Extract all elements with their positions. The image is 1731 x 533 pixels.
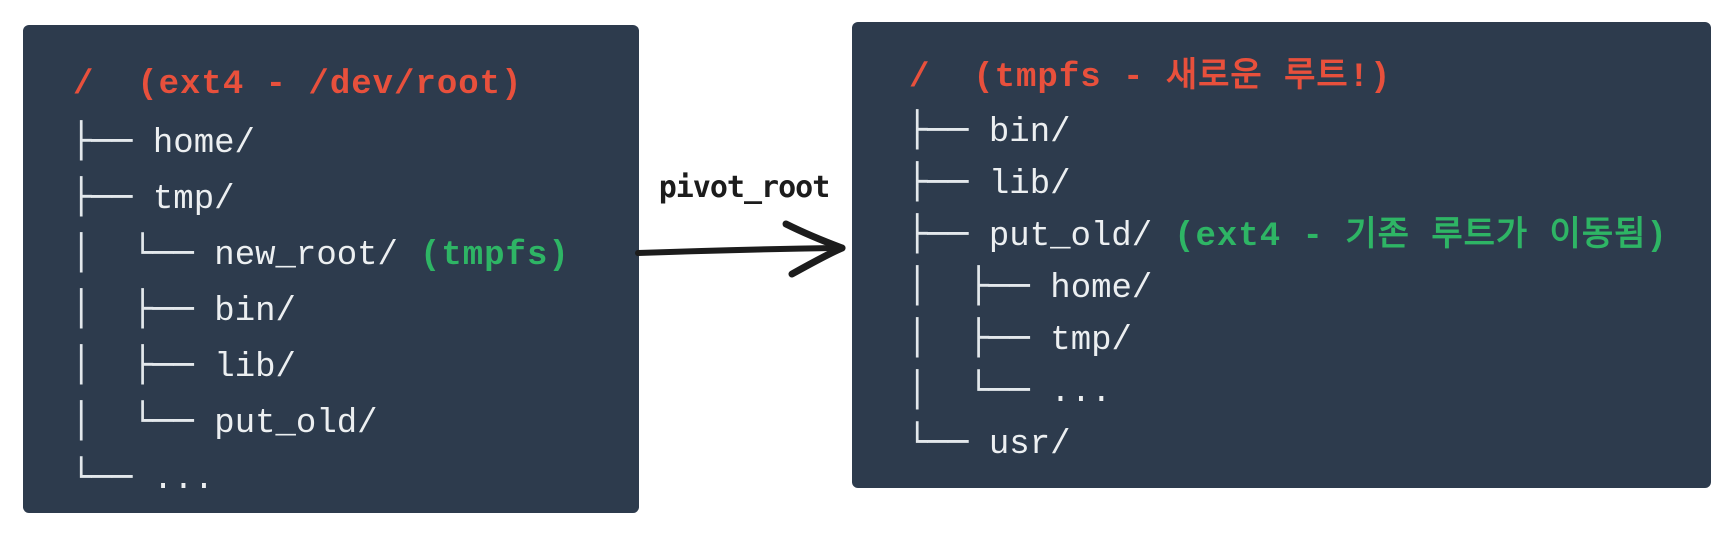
old-root-title: / (ext4 - /dev/root) <box>73 66 523 104</box>
tree-branch-glyph: │ ├── <box>907 318 1051 358</box>
tree-item-ellipsis: └── ... <box>59 449 639 505</box>
tree-branch-glyph: ├── <box>907 214 989 254</box>
dir-name: home/ <box>152 125 255 163</box>
tree-item-bin: ├── bin/ <box>895 104 1711 156</box>
pivot-root-arrow-group: pivot_root <box>634 168 854 286</box>
dir-name: usr/ <box>988 426 1071 464</box>
dir-name: tmp/ <box>152 181 235 219</box>
tree-branch-glyph: │ ├── <box>907 266 1051 306</box>
dir-name: new_root/ <box>214 237 398 275</box>
tree-branch-glyph: │ └── <box>907 370 1051 410</box>
dir-name: bin/ <box>988 114 1071 152</box>
tree-branch-glyph: │ ├── <box>71 289 215 329</box>
dir-name: put_old/ <box>988 218 1153 256</box>
tree-branch-glyph: └── <box>907 422 989 462</box>
tree-branch-glyph: │ └── <box>71 401 215 441</box>
tree-branch-glyph: ├── <box>71 177 153 217</box>
tree-item-put-old: │ └── put_old/ <box>59 393 639 449</box>
dir-name: bin/ <box>214 293 296 331</box>
new-root-title: / (tmpfs - 새로운 루트!) <box>909 59 1392 97</box>
dir-name: tmp/ <box>1050 322 1132 360</box>
dir-name: ... <box>1050 374 1112 412</box>
tree-item-home: │ ├── home/ <box>895 260 1711 312</box>
tree-branch-glyph: │ └── <box>71 233 215 273</box>
tree-item-lib: │ ├── lib/ <box>59 337 639 393</box>
fs-type-note: (ext4 - 기존 루트가 이동됨) <box>1174 218 1668 256</box>
dir-name: lib/ <box>988 166 1071 204</box>
tree-branch-glyph: ├── <box>71 121 153 161</box>
old-root-tree-panel: / (ext4 - /dev/root) ├── home/ ├── tmp/ … <box>23 25 639 513</box>
right-arrow-icon <box>635 220 846 278</box>
tree-item-usr: └── usr/ <box>895 416 1711 468</box>
tree-branch-glyph: └── <box>71 457 153 497</box>
tree-item-tmp: │ ├── tmp/ <box>895 312 1711 364</box>
tree-item-new-root: │ └── new_root/ (tmpfs) <box>59 225 639 281</box>
tree-branch-glyph: ├── <box>907 162 989 202</box>
arrow-label: pivot_root <box>658 170 831 205</box>
tree-item-put-old: ├── put_old/ (ext4 - 기존 루트가 이동됨) <box>895 208 1711 260</box>
fs-type-note: (tmpfs) <box>419 237 570 275</box>
tree-branch-glyph: │ ├── <box>71 345 215 385</box>
dir-name: home/ <box>1050 270 1153 308</box>
tree-item-tmp: ├── tmp/ <box>59 169 639 225</box>
tree-item-bin: │ ├── bin/ <box>59 281 639 337</box>
tree-branch-glyph: ├── <box>907 110 989 150</box>
dir-name: ... <box>152 461 215 499</box>
tree-item-home: ├── home/ <box>59 113 639 169</box>
dir-name: put_old/ <box>214 405 378 443</box>
tree-item-lib: ├── lib/ <box>895 156 1711 208</box>
tree-item-ellipsis: │ └── ... <box>895 364 1711 416</box>
new-root-tree-panel: / (tmpfs - 새로운 루트!) ├── bin/ ├── lib/ ├─… <box>852 22 1711 488</box>
dir-name: lib/ <box>214 349 296 387</box>
